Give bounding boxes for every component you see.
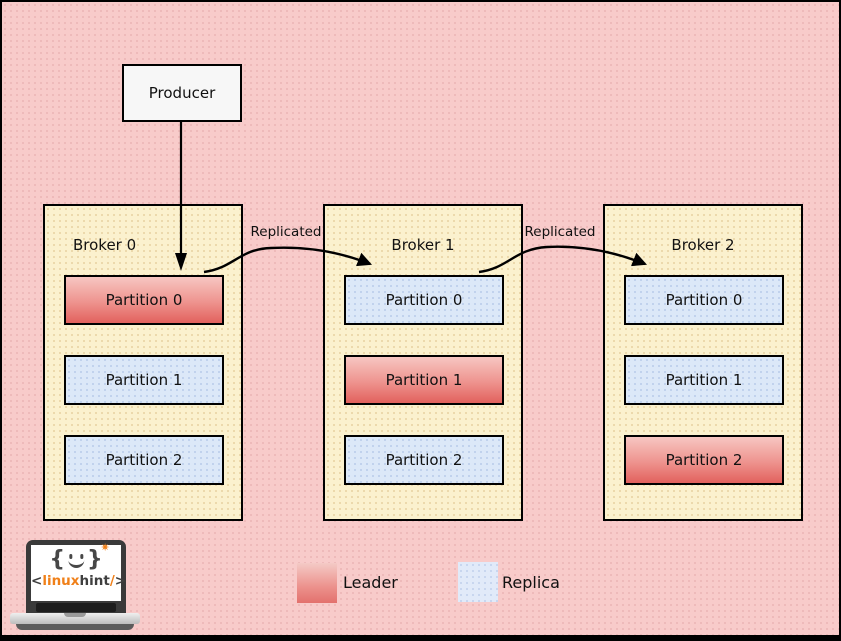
broker-0-partition-0: Partition 0 xyxy=(64,275,224,325)
replicated-label-0: Replicated xyxy=(250,224,322,240)
partition-label: Partition 1 xyxy=(105,371,183,389)
broker-0-partition-1: Partition 1 xyxy=(64,355,224,405)
legend-replica-label: Replica xyxy=(502,573,560,592)
partition-label: Partition 2 xyxy=(385,451,463,469)
partition-label: Partition 0 xyxy=(105,291,183,309)
linuxhint-wordmark: <linuxhint/> xyxy=(31,573,127,589)
laptop-keyboard xyxy=(36,603,116,612)
laptop-base xyxy=(10,613,140,624)
broker-2-partition-1: Partition 1 xyxy=(624,355,784,405)
partition-label: Partition 2 xyxy=(105,451,183,469)
legend-leader-label: Leader xyxy=(343,573,398,592)
broker-1-partition-2: Partition 2 xyxy=(344,435,504,485)
broker-2-partition-2: Partition 2 xyxy=(624,435,784,485)
broker-0-label: Broker 0 xyxy=(73,236,137,254)
partition-label: Partition 1 xyxy=(665,371,743,389)
partition-label: Partition 0 xyxy=(385,291,463,309)
broker-0-partition-2: Partition 2 xyxy=(64,435,224,485)
broker-1-partition-0: Partition 0 xyxy=(344,275,504,325)
broker-1-partition-1: Partition 1 xyxy=(344,355,504,405)
producer-label: Producer xyxy=(148,84,216,102)
replicated-label-1: Replicated xyxy=(524,224,596,240)
partition-label: Partition 1 xyxy=(385,371,463,389)
legend-replica-swatch xyxy=(458,562,498,602)
partition-label: Partition 2 xyxy=(665,451,743,469)
broker-2-partition-0: Partition 0 xyxy=(624,275,784,325)
broker-1-label: Broker 1 xyxy=(391,236,455,254)
star-icon: ✷ xyxy=(100,541,110,554)
broker-2-box: Broker 2 Partition 0 Partition 1 Partiti… xyxy=(603,204,803,521)
broker-1-box: Broker 1 Partition 0 Partition 1 Partiti… xyxy=(323,204,523,521)
laptop-screen: { } ✷ <linuxhint/> xyxy=(26,540,126,614)
linuxhint-logo: { } ✷ <linuxhint/> xyxy=(10,540,140,630)
legend-leader-swatch xyxy=(297,563,337,603)
broker-0-box: Broker 0 Partition 0 Partition 1 Partiti… xyxy=(43,204,243,521)
producer-box: Producer xyxy=(122,64,242,122)
partition-label: Partition 0 xyxy=(665,291,743,309)
smiley-icon: { } ✷ xyxy=(49,541,110,572)
broker-2-label: Broker 2 xyxy=(671,236,735,254)
